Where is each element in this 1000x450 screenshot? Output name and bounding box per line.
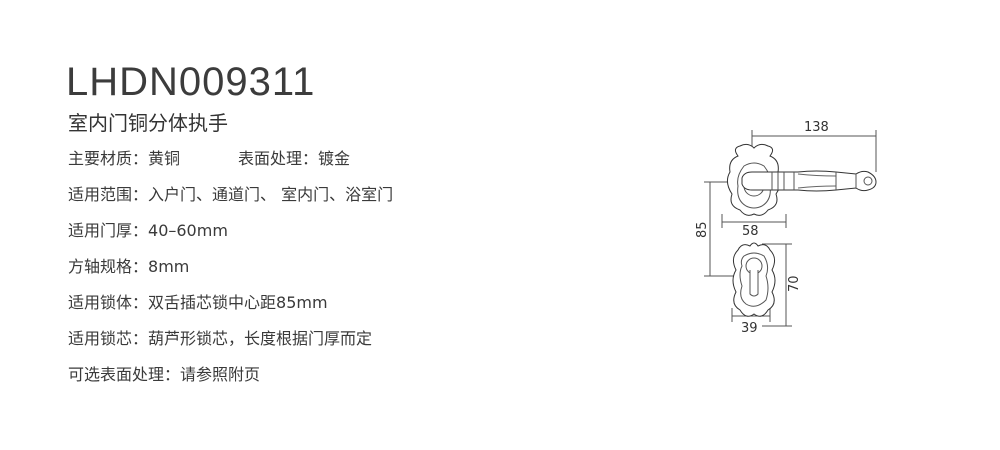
finish-value: 镀金 [318, 149, 351, 168]
spec-row-material: 主要材质：黄铜 表面处理：镀金 [68, 147, 393, 183]
lock-cylinder-value: 葫芦形锁芯，长度根据门厚而定 [148, 329, 373, 348]
lever-arm [741, 170, 877, 192]
lock-cylinder-label: 适用锁芯： [68, 329, 149, 348]
spec-row-spindle: 方轴规格：8mm [68, 255, 393, 291]
product-name: 室内门铜分体执手 [68, 111, 228, 135]
spec-row-lock-body: 适用锁体：双舌插芯锁中心距85mm [68, 291, 393, 327]
lock-body-label: 适用锁体： [68, 293, 149, 312]
dim-label-escutcheon-width: 39 [741, 321, 758, 336]
spec-row-door-thickness: 适用门厚：40–60mm [68, 219, 393, 255]
finish-label: 表面处理： [238, 149, 319, 168]
optional-finish-label: 可选表面处理： [68, 365, 181, 384]
spindle-label: 方轴规格： [68, 257, 149, 276]
dim-label-escutcheon-height: 70 [787, 275, 802, 292]
spec-list: 主要材质：黄铜 表面处理：镀金 适用范围：入户门、通道门、 室内门、浴室门 适用门… [68, 147, 393, 399]
dim-label-lever-length: 138 [804, 120, 829, 135]
material-value: 黄铜 [148, 149, 181, 168]
dim-label-rose-width: 58 [742, 224, 759, 239]
material-label: 主要材质： [68, 149, 149, 168]
spec-row-usage: 适用范围：入户门、通道门、 室内门、浴室门 [68, 183, 393, 219]
optional-finish-value: 请参照附页 [180, 365, 261, 384]
usage-value: 入户门、通道门、 室内门、浴室门 [148, 185, 394, 204]
spindle-value: 8mm [148, 257, 190, 276]
model-code: LHDN009311 [66, 60, 316, 104]
dim-label-center-distance: 85 [695, 221, 710, 238]
door-thickness-label: 适用门厚： [68, 221, 149, 240]
technical-drawing: 138 58 85 70 39 [695, 120, 877, 336]
spec-row-optional-finish: 可选表面处理：请参照附页 [68, 363, 393, 399]
door-thickness-value: 40–60mm [148, 221, 228, 240]
spec-row-lock-cylinder: 适用锁芯：葫芦形锁芯，长度根据门厚而定 [68, 327, 393, 363]
lock-body-value: 双舌插芯锁中心距85mm [148, 293, 328, 312]
usage-label: 适用范围： [68, 185, 149, 204]
keyhole-escutcheon [732, 242, 776, 317]
